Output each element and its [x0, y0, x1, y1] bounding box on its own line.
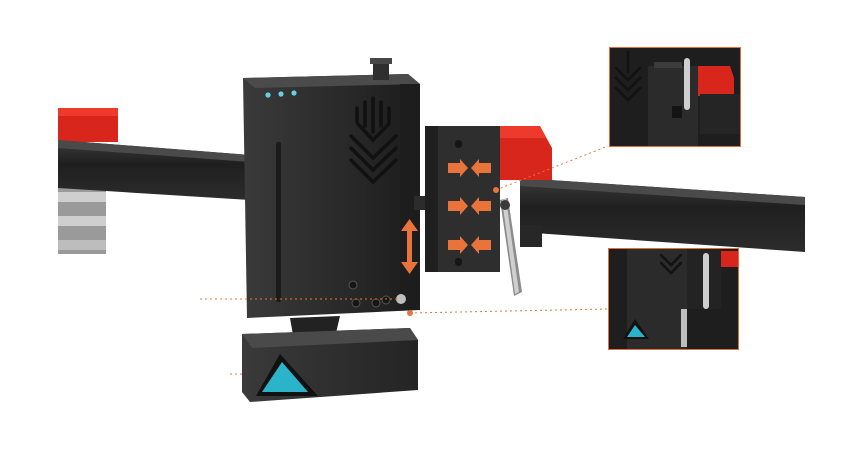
inset-laser-head-detail [608, 248, 739, 350]
carriage-red [488, 126, 552, 180]
callout-dot-lever [493, 187, 499, 193]
up-down-arrow-icon [401, 219, 418, 274]
inset-bottom-drawing [609, 249, 738, 349]
x-axis-rail-right [520, 178, 805, 252]
laser-head-base [242, 316, 418, 402]
vent-icon [349, 96, 398, 185]
module-screws [348, 280, 406, 308]
x-axis-rail-left [58, 140, 250, 200]
inset-top-drawing [610, 48, 740, 146]
press-arrow-icon [448, 159, 491, 254]
callout-dot-head [407, 310, 413, 316]
module-side-clip [414, 196, 428, 210]
inset-locking-lever-detail [609, 47, 741, 147]
locking-lever [500, 198, 542, 296]
mounting-plate [425, 126, 500, 272]
indicator-led-icon [265, 90, 297, 98]
left-gantry-bracket [58, 108, 118, 254]
callout-lines [200, 145, 609, 375]
